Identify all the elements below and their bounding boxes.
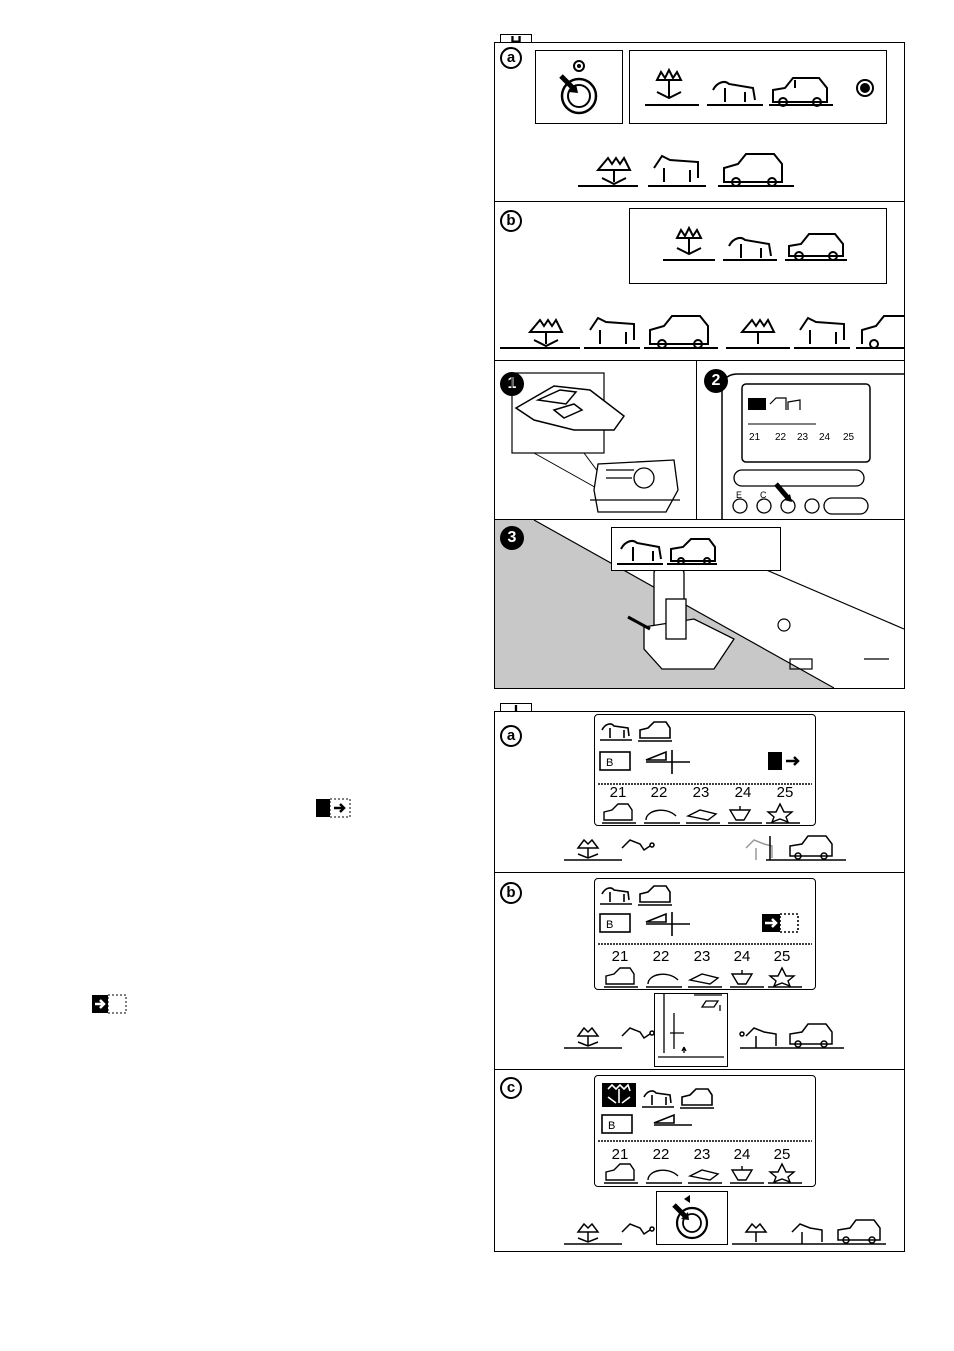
lcd-c-pattern-row — [602, 1162, 814, 1184]
step-label-i-a: a — [500, 725, 522, 747]
panel2-number-25: 25 — [843, 432, 854, 443]
lcd-pattern-icons-b — [629, 208, 887, 284]
lcd-b-number-24: 24 — [727, 949, 757, 964]
memory-end-inline-icon — [316, 799, 350, 817]
lcd-pattern-icons — [629, 50, 887, 124]
lcd-a-number-25: 25 — [770, 785, 800, 800]
next-arrow-inline-icon — [92, 995, 126, 1013]
lcd-b-number-21: 21 — [605, 949, 635, 964]
step-label-i-b: b — [500, 882, 522, 904]
panel2-number-21: 21 — [749, 432, 760, 443]
lcd-a-number-22: 22 — [644, 785, 674, 800]
panel2-key-e: E — [736, 490, 742, 500]
lcd-b-number-23: 23 — [687, 949, 717, 964]
step-label-3: 3 — [500, 526, 524, 550]
stitched-result-i-b — [560, 1020, 850, 1052]
lcd-c-number-24: 24 — [727, 1147, 757, 1162]
lcd-b-pattern-row — [602, 966, 814, 988]
lcd-pattern-icons-3 — [611, 527, 781, 571]
svg-text:B: B — [606, 919, 613, 931]
lcd-a-number-24: 24 — [728, 785, 758, 800]
stitched-result-i-c — [560, 1214, 890, 1248]
stitched-result-b — [500, 310, 904, 352]
step-label-i-c: c — [500, 1077, 522, 1099]
lcd-c-number-23: 23 — [687, 1147, 717, 1162]
lcd-a-number-23: 23 — [686, 785, 716, 800]
lcd-c-number-21: 21 — [605, 1147, 635, 1162]
presser-foot-illustration — [494, 360, 697, 520]
memory-button-icon — [535, 50, 623, 124]
lcd-b-number-25: 25 — [767, 949, 797, 964]
lcd-c-number-25: 25 — [767, 1147, 797, 1162]
step-label-a: a — [500, 47, 522, 69]
stitched-result-i-a — [560, 832, 850, 864]
lcd-a-number-21: 21 — [603, 785, 633, 800]
panel2-number-23: 23 — [797, 432, 808, 443]
lcd-b-number-22: 22 — [646, 949, 676, 964]
step-label-b: b — [500, 210, 522, 232]
svg-text:B: B — [608, 1120, 615, 1132]
stitched-result-a — [578, 148, 798, 190]
panel2-key-c: C — [760, 490, 767, 500]
svg-text:B: B — [606, 757, 613, 769]
lcd-c-number-22: 22 — [646, 1147, 676, 1162]
panel2-number-24: 24 — [819, 432, 830, 443]
panel2-number-22: 22 — [775, 432, 786, 443]
lcd-a-pattern-row — [600, 802, 812, 824]
